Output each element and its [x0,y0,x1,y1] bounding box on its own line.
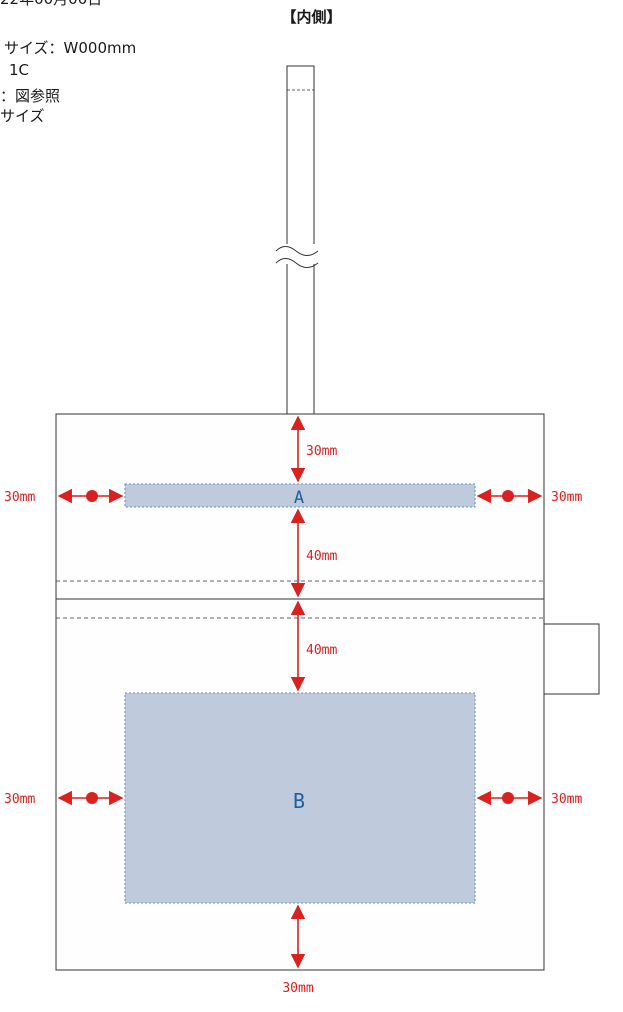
print-zone-a: A [124,483,476,508]
dim-b-left-label: 30mm [4,792,35,807]
page-title: 【内側】 [281,8,342,26]
spec-ref: ：図参照 [0,87,61,105]
spec-date: 22年00月00日 [0,0,102,8]
dim-a-left-label: 30mm [4,490,35,505]
spec-size: サイズ：W000mm [4,39,137,57]
dim-b-right-label: 30mm [551,792,582,807]
dim-a-right-label: 30mm [551,490,582,505]
zone-b-label: B [293,789,305,813]
spec-text: 22年00月00日 サイズ：W000mm 1C ：図参照 サイズ [0,0,136,125]
dim-a-fold-label: 40mm [306,549,337,564]
side-tab [543,623,600,695]
dim-fold-b-label: 40mm [306,643,337,658]
spec-size2: サイズ [0,107,45,125]
handle-strap [275,65,320,415]
zone-a-label: A [294,488,304,508]
dim-bottom-label: 30mm [282,981,313,996]
dimension-dots [86,490,514,804]
spec-color: 1C [9,61,30,79]
print-zone-b: B [124,692,476,904]
dim-top-label: 30mm [306,444,337,459]
